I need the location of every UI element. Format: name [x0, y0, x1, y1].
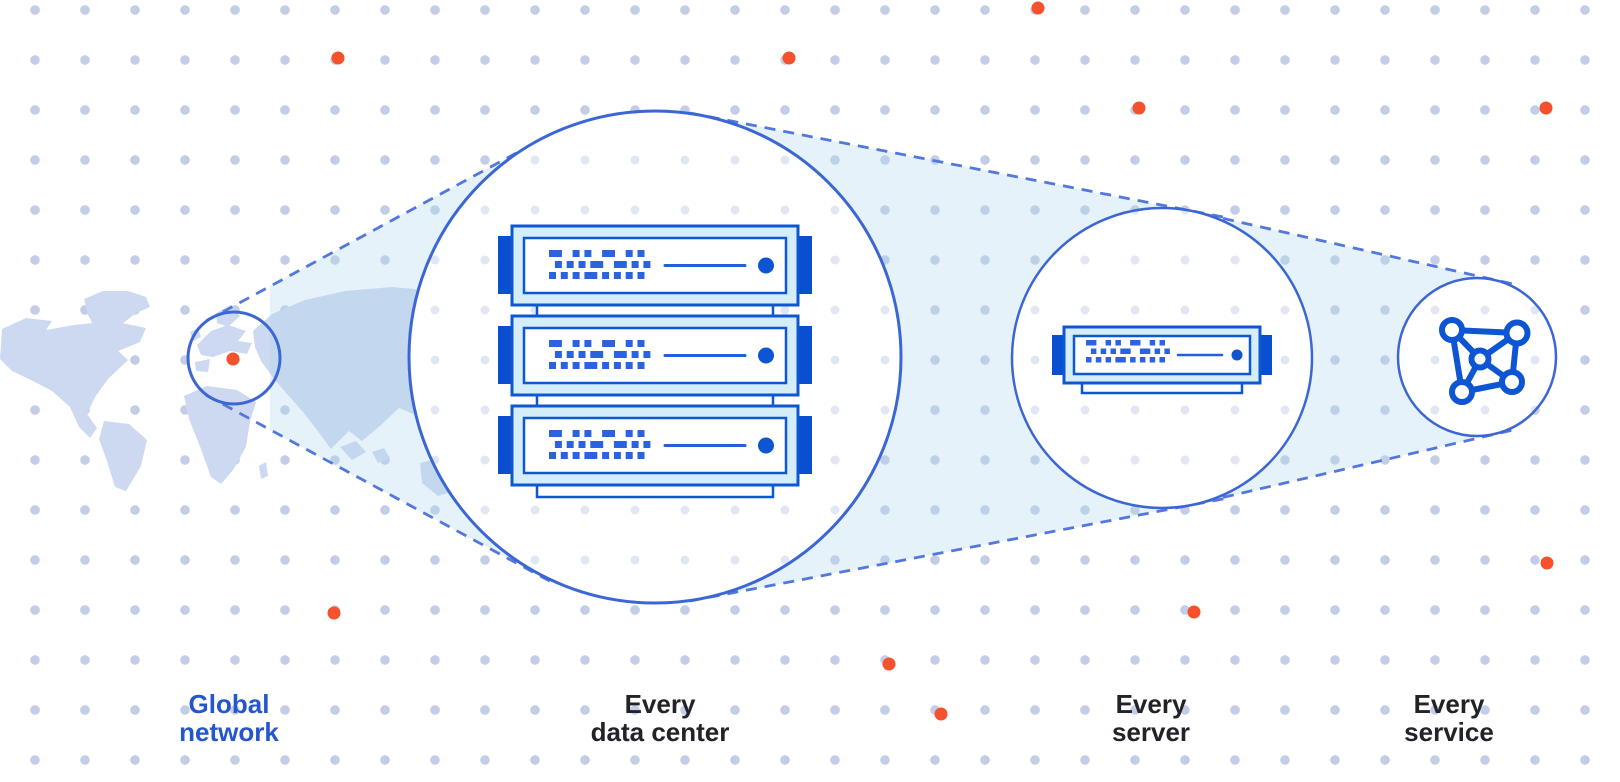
orange-dot [327, 606, 341, 620]
server-tab-right [798, 236, 812, 294]
orange-dot [882, 657, 896, 671]
label-every-service: Every service [1404, 689, 1494, 747]
label-every-server: Every server [1111, 689, 1191, 747]
server-unit [498, 314, 812, 409]
server-tab-left [498, 326, 512, 384]
server-led [1231, 349, 1243, 361]
orange-dot [1031, 1, 1045, 15]
server-tab-right [798, 326, 812, 384]
orange-dot [1187, 605, 1201, 619]
orange-dot [1539, 101, 1553, 115]
global-network-circle [186, 310, 282, 406]
orange-dot [226, 352, 240, 366]
dashed-tangent-line [205, 393, 558, 587]
orange-dot [331, 51, 345, 65]
server-unit [1052, 325, 1272, 395]
server-led [758, 437, 774, 454]
dashed-tangent-line [205, 129, 558, 323]
dashed-tangent-line [689, 496, 1229, 603]
label-global-network: Global network [179, 689, 279, 747]
label-every-data-center: Every data center [590, 689, 730, 747]
server-tab-left [498, 416, 512, 474]
service-network-icon [1439, 317, 1531, 405]
orange-dot [1540, 556, 1554, 570]
server-tab-left [1052, 335, 1064, 375]
server-led [758, 347, 774, 364]
server-tab-right [798, 416, 812, 474]
orange-dot [1132, 101, 1146, 115]
server-unit [498, 404, 812, 499]
server-tab-right [1260, 335, 1272, 375]
server-unit [498, 224, 812, 319]
server-led [758, 257, 774, 274]
orange-dot [934, 707, 948, 721]
dashed-tangent-line [689, 111, 1229, 220]
server-tab-left [498, 236, 512, 294]
orange-dot [782, 51, 796, 65]
